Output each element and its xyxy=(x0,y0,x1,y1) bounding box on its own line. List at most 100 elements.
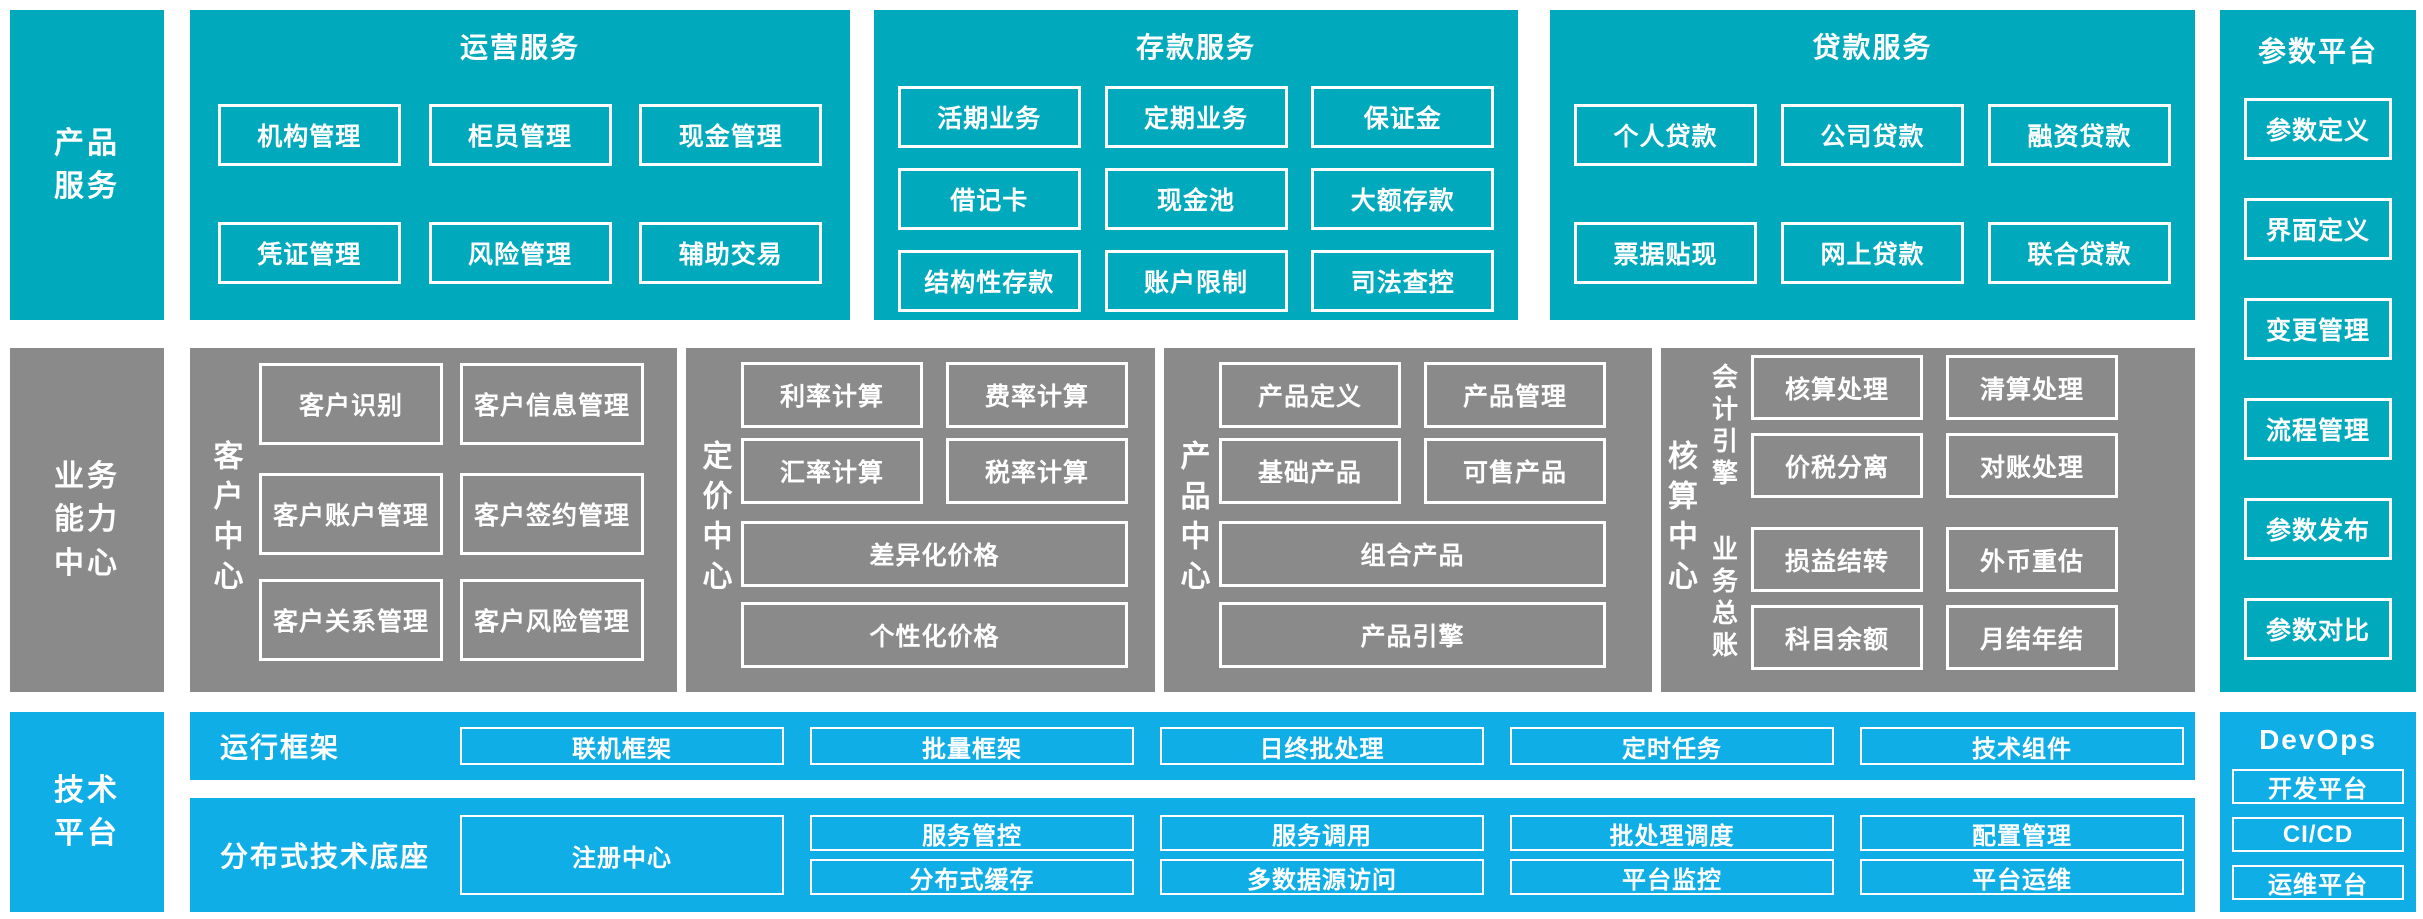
service-box: 现金管理 xyxy=(639,104,823,166)
box-row: 汇率计算 税率计算 xyxy=(741,438,1155,504)
section-deposit-services: 存款服务 活期业务 定期业务 保证金 借记卡 现金池 大额存款 结构性存款 账户… xyxy=(874,10,1518,320)
rail-label-line: 技术 xyxy=(54,773,120,807)
rail-label-line: 业务 xyxy=(54,459,120,493)
capability-box: 客户签约管理 xyxy=(460,473,644,555)
box-row: 价税分离 对账处理 xyxy=(1751,433,2118,498)
service-box: 公司贷款 xyxy=(1781,104,1964,166)
service-box: 融资贷款 xyxy=(1988,104,2171,166)
section-title: 存款服务 xyxy=(1135,32,1256,63)
service-box: 结构性存款 xyxy=(897,250,1081,312)
box-row: 利率计算 费率计算 xyxy=(741,362,1155,428)
box-row: 个性化价格 xyxy=(741,602,1155,668)
devops-box: CI/CD xyxy=(2232,817,2404,852)
box-row: 产品定义 产品管理 xyxy=(1219,362,1652,428)
capability-box: 税率计算 xyxy=(946,438,1128,504)
section-loan-services: 贷款服务 个人贷款 公司贷款 融资贷款 票据贴现 网上贷款 联合贷款 xyxy=(1550,10,2195,320)
section-devops: DevOps 开发平台 CI/CD 运维平台 xyxy=(2220,712,2416,912)
section-title: 贷款服务 xyxy=(1812,32,1933,63)
capability-box: 核算处理 xyxy=(1751,355,1923,420)
section-parameter-platform: 参数平台 参数定义 界面定义 变更管理 流程管理 参数发布 参数对比 xyxy=(2220,10,2416,692)
param-box: 参数对比 xyxy=(2244,598,2392,660)
rail-label-line: 能力 xyxy=(54,503,120,537)
center-product: 产品中心 产品定义 产品管理 基础产品 可售产品 组合产品 产品引擎 xyxy=(1164,348,1652,692)
tech-box: 日终批处理 xyxy=(1160,727,1484,765)
capability-box: 汇率计算 xyxy=(741,438,923,504)
service-box: 凭证管理 xyxy=(217,222,401,284)
devops-box: 运维平台 xyxy=(2232,865,2404,900)
service-box: 网上贷款 xyxy=(1781,222,1964,284)
capability-box: 客户账户管理 xyxy=(259,473,443,555)
param-box: 参数发布 xyxy=(2244,498,2392,560)
rail-label-line: 服务 xyxy=(54,170,120,203)
center-label-customer: 客户中心 xyxy=(208,440,242,600)
service-box: 柜员管理 xyxy=(428,104,612,166)
center-label-product: 产品中心 xyxy=(1175,440,1209,600)
tech-box: 配置管理 xyxy=(1860,815,2184,851)
center-pricing: 定价中心 利率计算 费率计算 汇率计算 税率计算 差异化价格 个性化价格 xyxy=(686,348,1155,692)
capability-box: 客户信息管理 xyxy=(460,363,644,445)
center-label-accounting: 核算中心 xyxy=(1663,440,1696,600)
tech-box: 多数据源访问 xyxy=(1160,859,1484,895)
distributed-base-bar: 分布式技术底座 注册中心 服务管控 服务调用 批处理调度 配置管理 分布式缓存 … xyxy=(190,798,2195,912)
accounting-group-ledger: 业务总账 损益结转 外币重估 科目余额 月结年结 xyxy=(1697,527,2195,670)
box-row: 联机框架 批量框架 日终批处理 定时任务 技术组件 xyxy=(460,727,2184,765)
box-row: 借记卡 现金池 大额存款 xyxy=(874,168,1518,230)
param-box: 变更管理 xyxy=(2244,298,2392,360)
box-row: 结构性存款 账户限制 司法查控 xyxy=(874,250,1518,312)
box-row: 客户识别 客户信息管理 xyxy=(259,363,677,445)
capability-box: 费率计算 xyxy=(946,362,1128,428)
section-title: 运营服务 xyxy=(459,32,580,63)
capability-box: 可售产品 xyxy=(1424,438,1606,504)
capability-box: 对账处理 xyxy=(1946,433,2118,498)
service-box: 联合贷款 xyxy=(1988,222,2171,284)
capability-box: 客户风险管理 xyxy=(460,579,644,661)
box-row: 产品引擎 xyxy=(1219,602,1652,668)
param-box: 流程管理 xyxy=(2244,398,2392,460)
capability-box: 客户识别 xyxy=(259,363,443,445)
service-box: 保证金 xyxy=(1311,86,1495,148)
rail-label-line: 平台 xyxy=(54,817,120,850)
capability-box: 个性化价格 xyxy=(741,602,1128,668)
service-box: 司法查控 xyxy=(1311,250,1495,312)
center-label-pricing: 定价中心 xyxy=(697,440,731,600)
capability-box: 月结年结 xyxy=(1946,605,2118,670)
box-row: 差异化价格 xyxy=(741,521,1155,587)
section-title: 参数平台 xyxy=(2257,36,2378,67)
box-row: 组合产品 xyxy=(1219,521,1652,587)
tech-box: 定时任务 xyxy=(1510,727,1834,765)
capability-box: 客户关系管理 xyxy=(259,579,443,661)
box-row: 基础产品 可售产品 xyxy=(1219,438,1652,504)
service-box: 辅助交易 xyxy=(639,222,823,284)
capability-box: 差异化价格 xyxy=(741,521,1128,587)
capability-box: 产品定义 xyxy=(1219,362,1401,428)
box-row: 个人贷款 公司贷款 融资贷款 xyxy=(1550,104,2195,166)
runtime-framework-bar: 运行框架 联机框架 批量框架 日终批处理 定时任务 技术组件 xyxy=(190,712,2195,780)
service-box: 机构管理 xyxy=(217,104,401,166)
tech-box: 分布式缓存 xyxy=(810,859,1134,895)
box-row: 科目余额 月结年结 xyxy=(1751,605,2118,670)
capability-box: 利率计算 xyxy=(741,362,923,428)
tech-box: 平台监控 xyxy=(1510,859,1834,895)
capability-box: 产品管理 xyxy=(1424,362,1606,428)
box-row: 机构管理 柜员管理 现金管理 xyxy=(190,104,850,166)
capability-box: 外币重估 xyxy=(1946,527,2118,592)
box-row: 活期业务 定期业务 保证金 xyxy=(874,86,1518,148)
group-label-accounting-engine: 会计引擎 xyxy=(1708,362,1739,491)
capability-box: 基础产品 xyxy=(1219,438,1401,504)
param-box: 参数定义 xyxy=(2244,98,2392,160)
box-row: 客户账户管理 客户签约管理 xyxy=(259,473,677,555)
box-row: 客户关系管理 客户风险管理 xyxy=(259,579,677,661)
service-box: 风险管理 xyxy=(428,222,612,284)
tech-box: 批处理调度 xyxy=(1510,815,1834,851)
box-row: 核算处理 清算处理 xyxy=(1751,355,2118,420)
box-row: 凭证管理 风险管理 辅助交易 xyxy=(190,222,850,284)
capability-box: 产品引擎 xyxy=(1219,602,1606,668)
service-box: 借记卡 xyxy=(897,168,1081,230)
center-customer: 客户中心 客户识别 客户信息管理 客户账户管理 客户签约管理 客户关系管理 客户… xyxy=(190,348,677,692)
bar-label: 运行框架 xyxy=(220,732,341,763)
tech-box: 技术组件 xyxy=(1860,727,2184,765)
param-box: 界面定义 xyxy=(2244,198,2392,260)
section-title: DevOps xyxy=(2259,724,2377,755)
tech-platform-label: 技术 平台 xyxy=(10,712,164,912)
devops-box: 开发平台 xyxy=(2232,769,2404,804)
